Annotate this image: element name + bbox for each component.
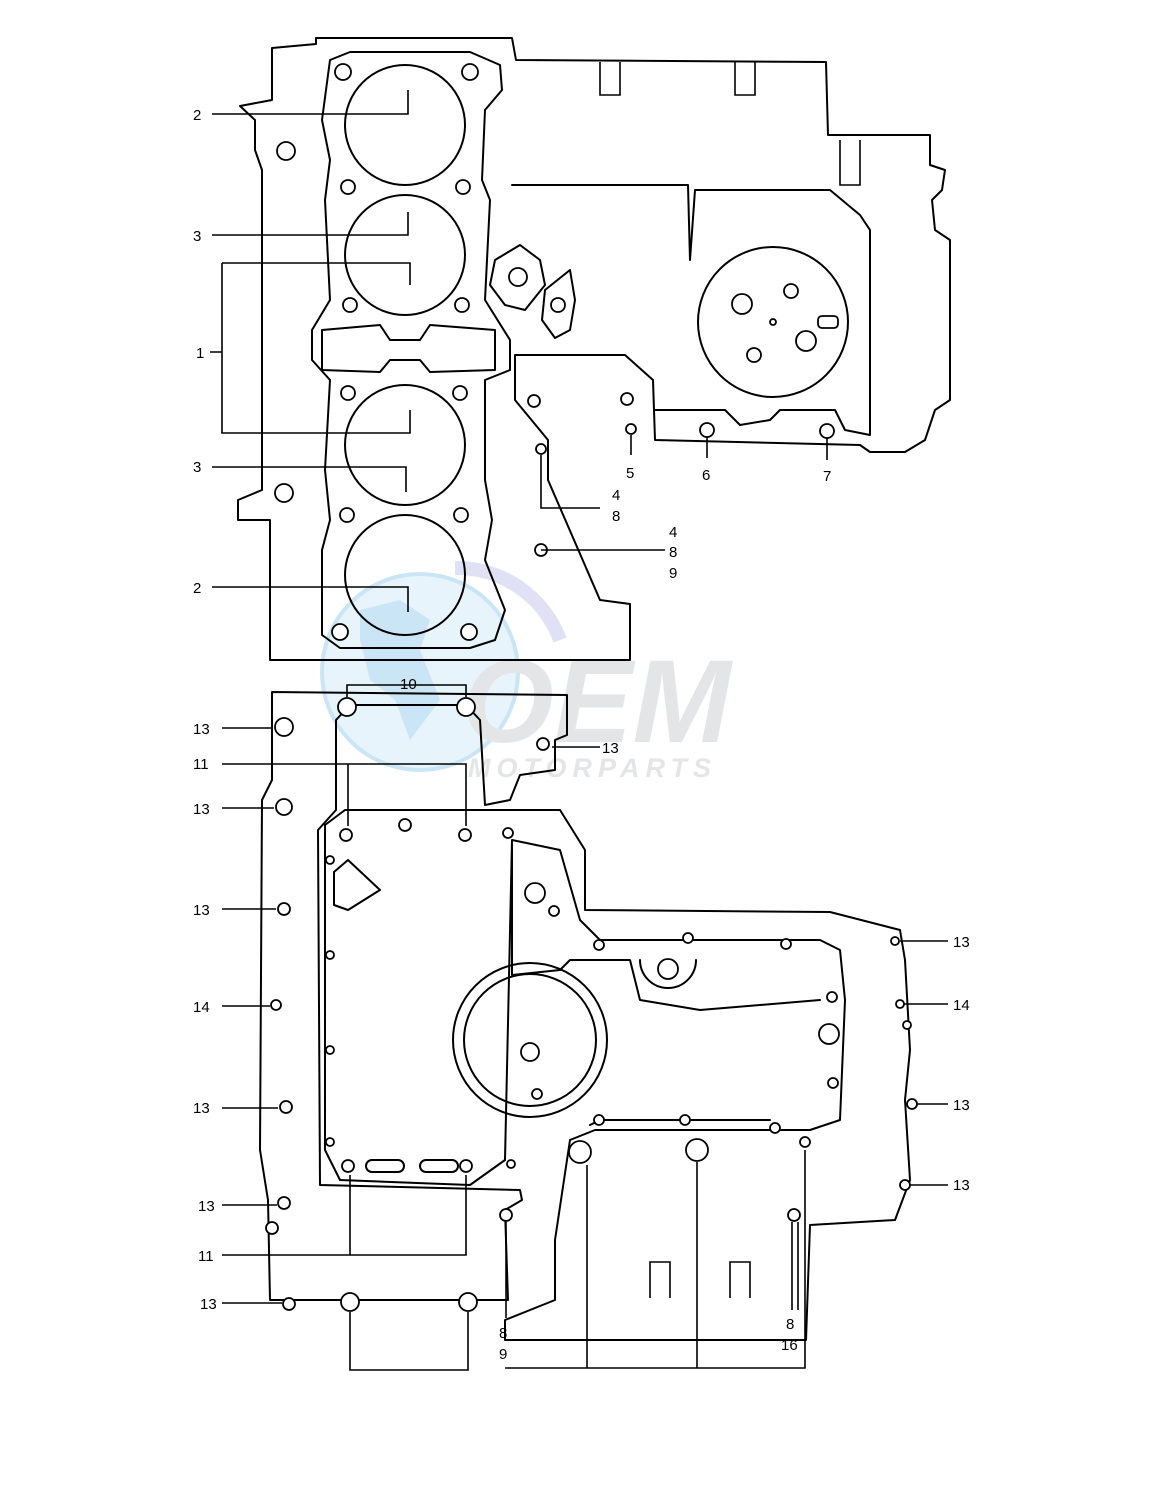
callout-4-a: 4 [612, 487, 620, 504]
oem-watermark: OEM MOTORPARTS [320, 560, 733, 783]
head-gasket-outline [311, 51, 511, 649]
callout-2-upper: 2 [193, 107, 201, 124]
strainer-boss [639, 959, 697, 989]
callout-8-d: 8 [786, 1316, 794, 1333]
lower-gasket-outline [259, 691, 568, 1301]
lower-bolt-holes [265, 697, 918, 1312]
small-plate-a-hole [508, 267, 528, 287]
callout-13-d: 13 [193, 902, 210, 919]
callout-4-b: 4 [669, 524, 677, 541]
upper-crankcase-gasket [237, 37, 951, 661]
generator-cover-ring [697, 246, 849, 398]
oil-pump-small-hole [531, 1088, 543, 1100]
slot-right [419, 1159, 459, 1173]
lower-leader-lines [222, 684, 948, 1371]
callout-13-e: 13 [193, 1100, 210, 1117]
cylinder-bore-3 [344, 384, 466, 506]
callout-11-upper: 11 [193, 756, 209, 773]
callout-labels: 2 3 1 3 2 5 6 7 4 8 4 8 9 10 13 13 11 13… [193, 107, 970, 1363]
callout-3-lower: 3 [193, 459, 201, 476]
slot-left [365, 1159, 405, 1173]
callout-7: 7 [823, 468, 831, 485]
callout-3-upper: 3 [193, 228, 201, 245]
watermark-sub: MOTORPARTS [468, 753, 717, 783]
center-passage [321, 324, 496, 373]
callout-14-right: 14 [953, 997, 970, 1014]
cylinder-bore-4 [344, 514, 466, 636]
callout-13-g: 13 [200, 1296, 217, 1313]
triangle-cutout [333, 859, 381, 911]
upper-leader-lines [210, 90, 828, 612]
oil-pan-gasket [324, 809, 911, 1341]
callout-16: 16 [781, 1337, 798, 1354]
callout-13-a: 13 [193, 721, 210, 738]
upper-gasket-outline [237, 37, 951, 661]
callout-2-lower: 2 [193, 580, 201, 597]
generator-holes [731, 283, 839, 363]
small-plate-b [541, 269, 576, 339]
cylinder-bore-1 [344, 64, 466, 186]
callout-5: 5 [626, 465, 634, 482]
callout-13-right-1: 13 [953, 934, 970, 951]
watermark-ring [454, 560, 567, 643]
watermark-brand: OEM [462, 636, 733, 768]
callout-14-left: 14 [193, 999, 210, 1016]
small-plate-a [489, 244, 546, 311]
callout-10: 10 [400, 676, 417, 693]
small-plate-b-hole [550, 297, 566, 313]
cylinder-bore-2 [344, 194, 466, 316]
oil-pump-cover [452, 962, 608, 1118]
upper-right-housing [511, 184, 871, 436]
upper-bolt-holes [274, 63, 835, 641]
callout-13-right-3: 13 [953, 1177, 970, 1194]
oil-pump-inner [463, 973, 597, 1107]
callout-11-lower: 11 [198, 1248, 214, 1265]
callout-8-a: 8 [612, 508, 620, 525]
callout-6: 6 [702, 467, 710, 484]
callout-13-f: 13 [198, 1198, 215, 1215]
bottom-notches [649, 1261, 751, 1298]
lower-crankcase-gasket [259, 691, 918, 1341]
callout-13-b: 13 [602, 740, 619, 757]
crankcase-inner-line [511, 844, 821, 1126]
top-notches [599, 62, 861, 186]
callout-8-c: 8 [499, 1325, 507, 1342]
callout-1: 1 [196, 345, 204, 362]
callout-8-b: 8 [669, 544, 677, 561]
callout-9-b: 9 [499, 1346, 507, 1363]
oil-pump-center [520, 1042, 540, 1062]
callout-13-c: 13 [193, 801, 210, 818]
callout-13-right-2: 13 [953, 1097, 970, 1114]
callout-9-a: 9 [669, 565, 677, 582]
strainer-boss-hole [657, 958, 679, 980]
